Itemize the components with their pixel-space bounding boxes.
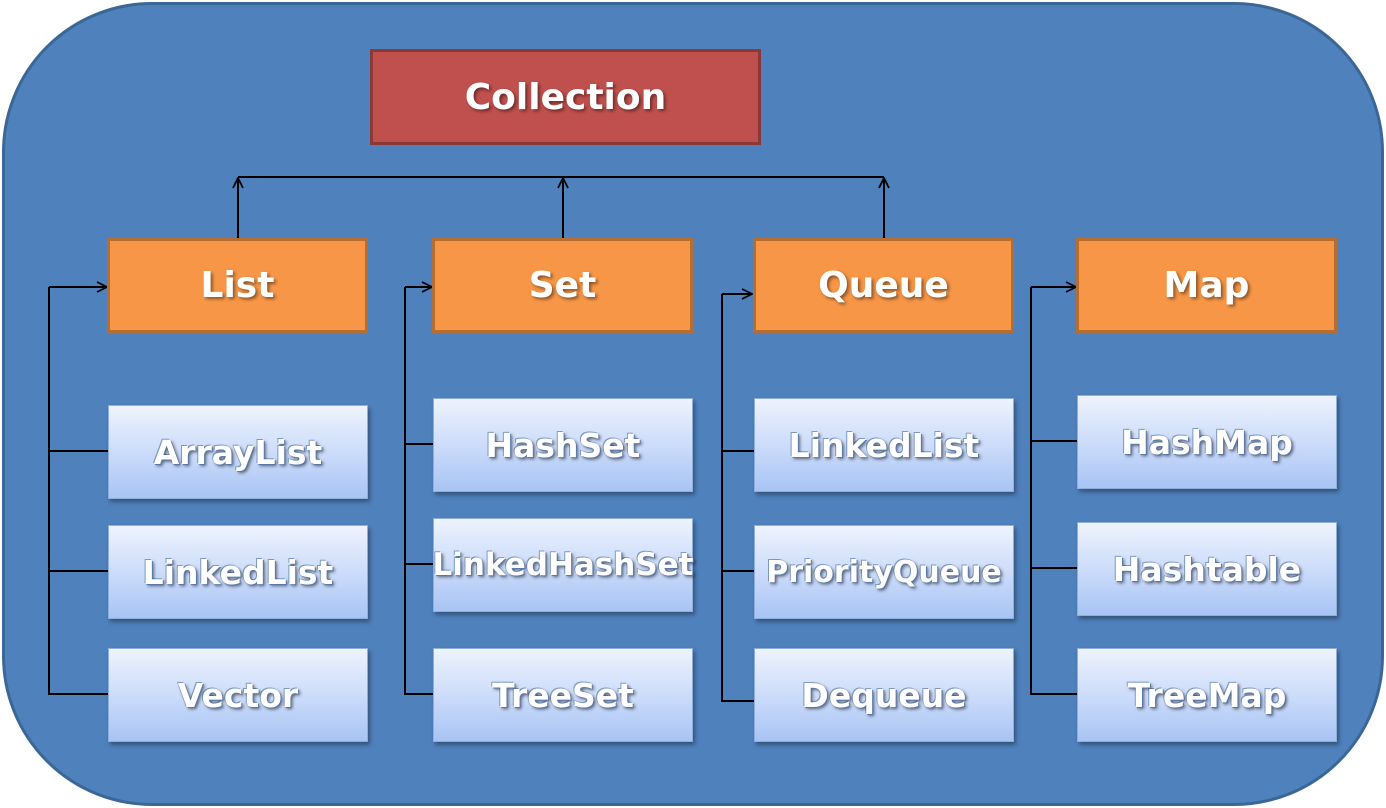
collection-node: Collection: [370, 49, 761, 145]
linkedhashset-node: LinkedHashSet: [433, 518, 694, 612]
vector-node: Vector: [108, 648, 368, 742]
dequeue-node: Dequeue: [754, 648, 1014, 742]
hashmap-node: HashMap: [1077, 395, 1337, 489]
queue-node: Queue: [753, 238, 1014, 333]
map-node: Map: [1076, 238, 1337, 333]
set-node: Set: [432, 238, 693, 333]
treeset-node: TreeSet: [433, 648, 693, 742]
list-node: List: [107, 238, 368, 333]
treemap-node: TreeMap: [1077, 648, 1337, 742]
queue-linkedlist-node: LinkedList: [754, 398, 1014, 492]
priorityqueue-node: PriorityQueue: [754, 525, 1014, 619]
arraylist-node: ArrayList: [108, 405, 368, 499]
linkedlist-node: LinkedList: [108, 525, 368, 619]
hashset-node: HashSet: [433, 398, 693, 492]
hashtable-node: Hashtable: [1077, 522, 1337, 616]
